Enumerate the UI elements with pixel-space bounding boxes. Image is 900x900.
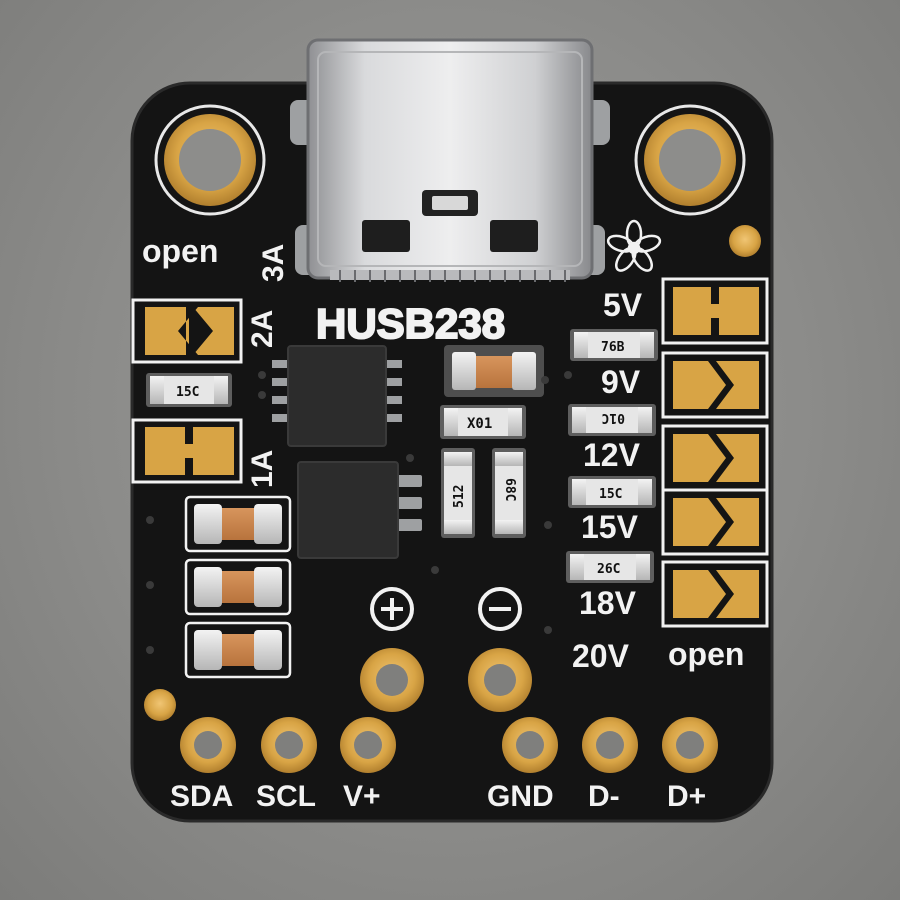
pin-pad-gnd[interactable] [502, 717, 558, 773]
svg-text:68C: 68C [502, 478, 517, 501]
pin-pad-dminus[interactable] [582, 717, 638, 773]
capacitor-center-top [444, 345, 544, 397]
pin-label-vplus: V+ [343, 780, 381, 813]
flower-logo-icon [606, 219, 662, 272]
resistor-right-2: 01C [568, 404, 656, 436]
pin-label-scl: SCL [256, 780, 316, 813]
pin-label-gnd: GND [487, 780, 554, 813]
svg-text:01C: 01C [602, 410, 625, 425]
chip-label: HUSB238 [316, 300, 505, 347]
power-pad-minus[interactable] [468, 648, 532, 712]
resistor-15c-left: 15C [146, 373, 232, 407]
resistor-right-1: 76B [570, 329, 658, 361]
svg-text:15C: 15C [176, 385, 199, 400]
pin-pad-scl[interactable] [261, 717, 317, 773]
pin-pad-sda[interactable] [180, 717, 236, 773]
ic-chip-regulator [297, 461, 422, 559]
fiducial-pad-right [729, 225, 761, 257]
current-jumper-1a[interactable] [131, 418, 243, 484]
label-3a: 3A [257, 244, 290, 282]
mounting-hole-right [634, 104, 746, 216]
pin-label-dminus: D- [588, 780, 620, 813]
voltage-label-5v: 5V [603, 287, 643, 323]
svg-text:26C: 26C [597, 562, 620, 577]
voltage-label-15v: 15V [581, 509, 639, 545]
pin-pad-dplus[interactable] [662, 717, 718, 773]
voltage-jumper-9v[interactable] [661, 351, 769, 419]
label-1a: 1A [246, 450, 279, 488]
voltage-label-12v: 12V [583, 437, 641, 473]
voltage-jumper-5v[interactable] [661, 277, 769, 345]
pin-pad-vplus[interactable] [340, 717, 396, 773]
fiducial-pad-left [144, 689, 176, 721]
voltage-label-18v: 18V [579, 585, 637, 621]
vias [146, 371, 572, 654]
voltage-label-open: open [668, 636, 744, 672]
resistor-center-x01: X01 [440, 405, 526, 439]
resistor-center-68c: 68C [492, 448, 526, 538]
capacitor-left-3 [184, 621, 292, 679]
resistor-center-512: 512 [441, 448, 475, 538]
mounting-hole-left [154, 104, 266, 216]
voltage-label-9v: 9V [601, 364, 641, 400]
plus-symbol-icon [370, 587, 414, 631]
voltage-jumper-12v[interactable] [661, 424, 769, 492]
pin-label-dplus: D+ [667, 780, 706, 813]
pin-label-sda: SDA [170, 780, 233, 813]
capacitor-left-1 [184, 495, 292, 553]
minus-symbol-icon [478, 587, 522, 631]
svg-text:15C: 15C [599, 487, 622, 502]
label-open-top: open [142, 233, 218, 269]
ic-chip-husb238 [272, 345, 402, 447]
svg-text:X01: X01 [467, 416, 492, 432]
label-2a: 2A [246, 310, 279, 348]
resistor-right-4: 26C [566, 551, 654, 583]
power-pad-plus[interactable] [360, 648, 424, 712]
svg-text:76B: 76B [601, 340, 625, 355]
usb-c-connector [290, 38, 610, 282]
capacitor-left-2 [184, 558, 292, 616]
voltage-jumper-15v[interactable] [661, 488, 769, 556]
svg-text:512: 512 [452, 485, 467, 508]
resistor-right-3: 15C [568, 476, 656, 508]
voltage-label-20v: 20V [572, 638, 630, 674]
voltage-jumper-18v[interactable] [661, 560, 769, 628]
current-jumper-2a[interactable] [131, 298, 243, 364]
